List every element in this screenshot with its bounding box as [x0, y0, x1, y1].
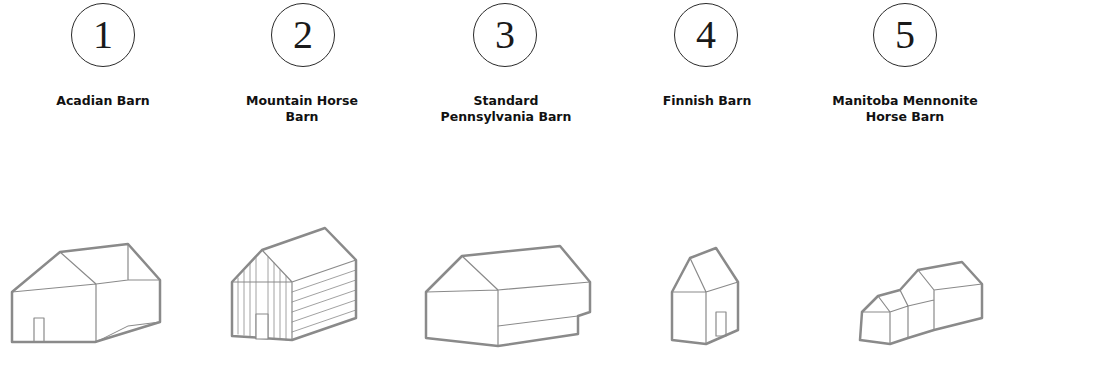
- callout-number: 5: [895, 15, 915, 55]
- acadian-barn-sketch: [12, 244, 160, 342]
- barn-name: Mountain Horse Barn: [245, 93, 360, 125]
- callout-number: 4: [696, 15, 716, 55]
- callout-number: 2: [293, 15, 313, 55]
- pennsylvania-barn-sketch: [426, 246, 590, 346]
- number-circle: 1: [71, 3, 135, 67]
- number-circle: 2: [271, 3, 335, 67]
- number-circle: 5: [873, 3, 937, 67]
- barn-name: Standard Pennsylvania Barn: [436, 93, 576, 125]
- barn-name: Acadian Barn: [28, 93, 178, 109]
- barn-name: Manitoba Mennonite Horse Barn: [830, 93, 980, 125]
- number-circle: 3: [473, 3, 537, 67]
- mennonite-horse-barn-sketch: [860, 262, 982, 344]
- number-circle: 4: [674, 3, 738, 67]
- mountain-horse-barn-sketch: [232, 228, 356, 340]
- callout-number: 1: [93, 15, 113, 55]
- finnish-barn-sketch: [672, 248, 738, 344]
- barn-name: Finnish Barn: [632, 93, 782, 109]
- callout-number: 3: [495, 15, 515, 55]
